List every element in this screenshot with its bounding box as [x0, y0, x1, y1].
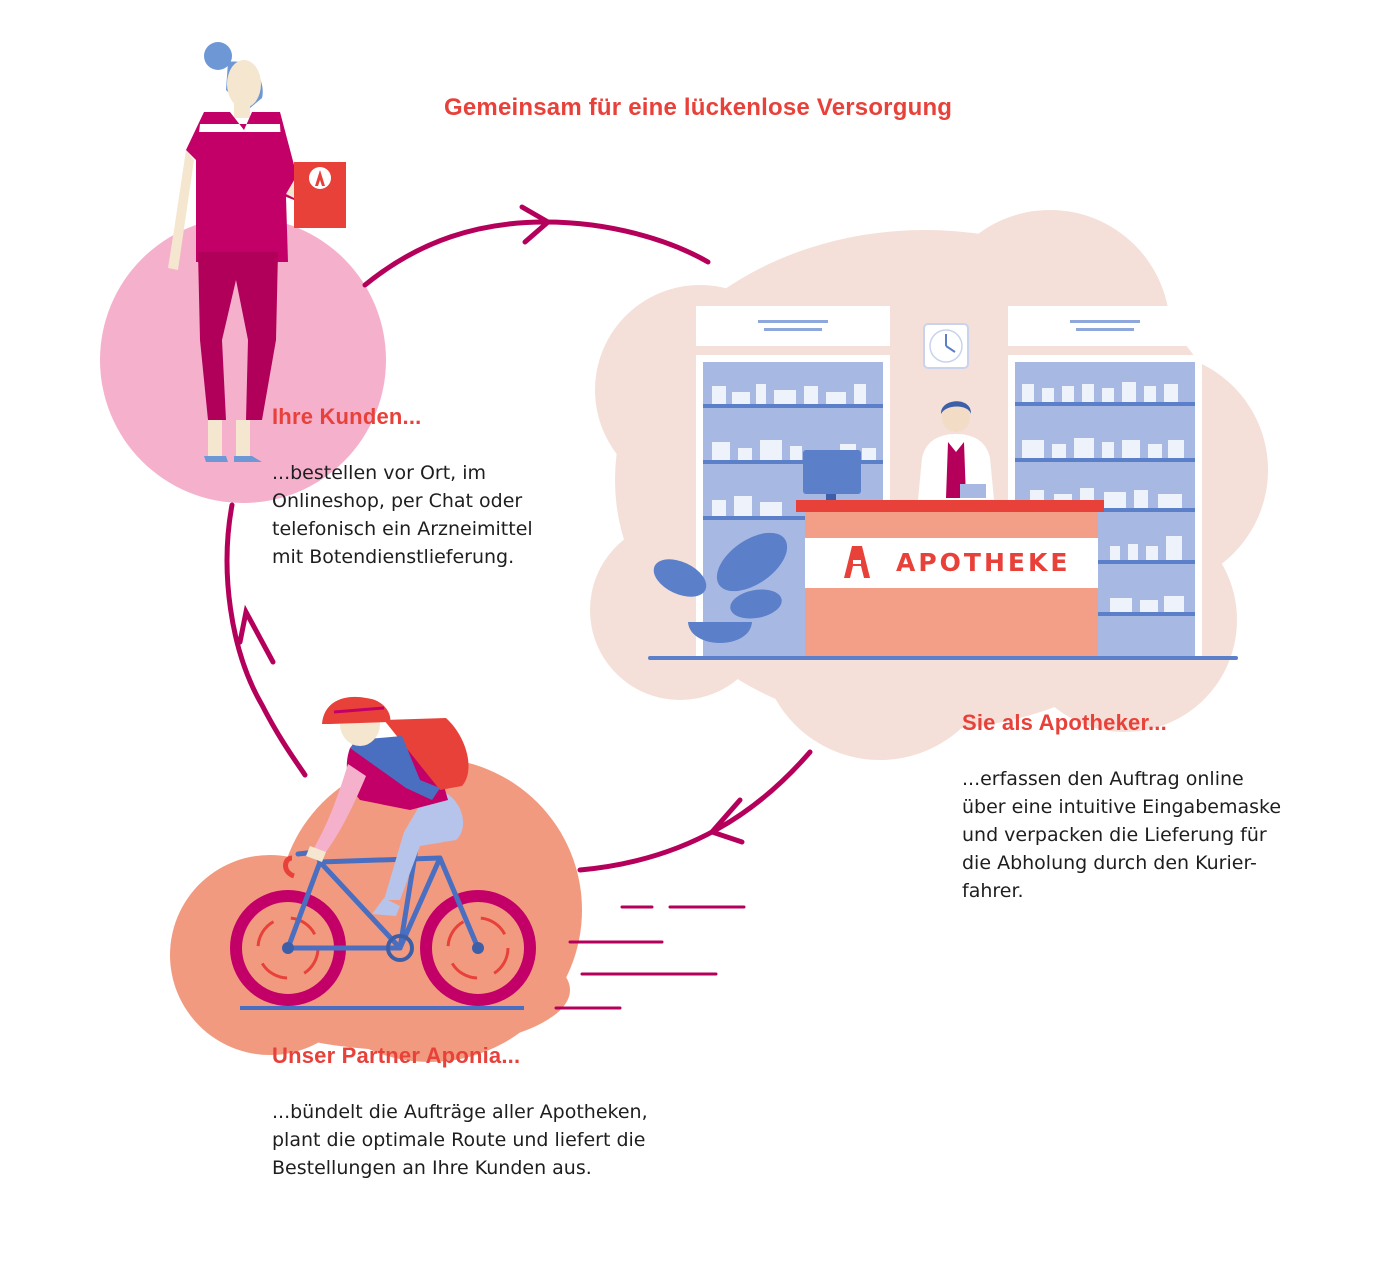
customer-blob	[100, 217, 386, 503]
partner-heading: Unser Partner Aponia...	[272, 1043, 521, 1068]
pharmacy-sign-label: APOTHEKE	[896, 548, 1070, 577]
pharmacist-description: ...erfassen den Auftrag online über eine…	[962, 768, 1282, 902]
cycle-arrow-icon	[224, 204, 813, 873]
pharmacist-heading: Sie als Apotheker...	[962, 710, 1167, 735]
customer-heading: Ihre Kunden...	[272, 404, 422, 429]
cyclist-courier-illustration	[230, 696, 746, 1010]
pharmacy-counter-illustration: APOTHEKE	[648, 306, 1238, 660]
pharmacy-logo-icon	[844, 546, 870, 578]
page-title: Gemeinsam für eine lückenlose Versorgung	[444, 94, 953, 121]
customer-description: ...bestellen vor Ort, im Onlineshop, per…	[272, 462, 533, 568]
partner-description: ...bündelt die Aufträge aller Apotheken,…	[272, 1101, 648, 1179]
shopping-bag-icon	[294, 162, 346, 228]
woman-customer-illustration	[168, 42, 346, 462]
plant-icon	[653, 532, 788, 643]
